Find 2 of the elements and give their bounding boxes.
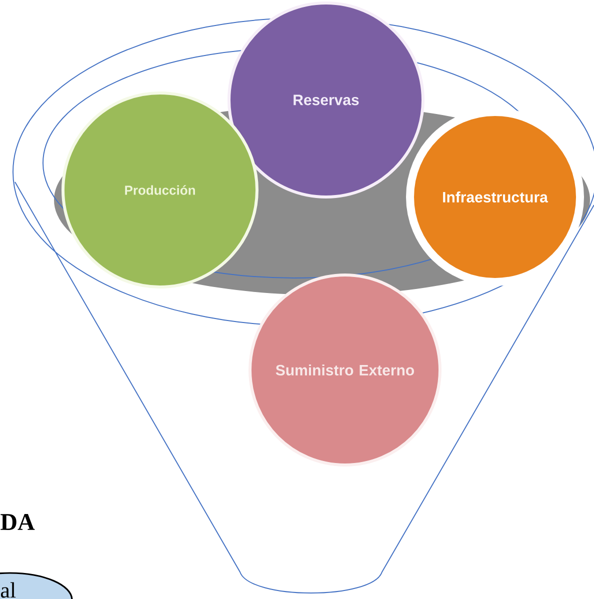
oval-fragment: al: [0, 572, 73, 599]
heading-fragment: DA: [0, 514, 35, 530]
